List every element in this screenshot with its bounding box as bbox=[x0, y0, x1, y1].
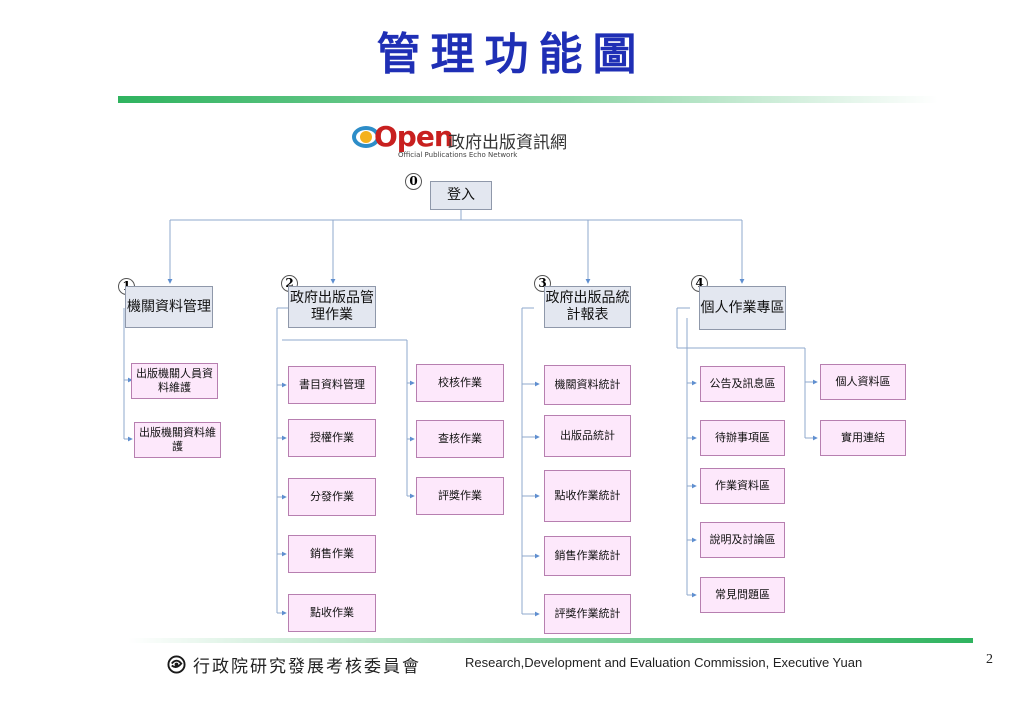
logo-name-en: Official Publications Echo Network bbox=[398, 151, 518, 159]
page-number: 2 bbox=[986, 652, 993, 667]
child-node: 作業資料區 bbox=[700, 468, 785, 504]
open-logo: Open 政府出版資訊網 Official Publications Echo … bbox=[352, 122, 574, 162]
footer-org-zh: 行政院研究發展考核委員會 bbox=[193, 657, 421, 677]
child-node: 待辦事項區 bbox=[700, 420, 785, 456]
child-node: 出版機關人員資料維護 bbox=[131, 363, 218, 399]
child-node: 說明及討論區 bbox=[700, 522, 785, 558]
title-underline-bar bbox=[118, 96, 938, 103]
logo-name-zh: 政府出版資訊網 bbox=[448, 133, 567, 153]
child-node: 公告及訊息區 bbox=[700, 366, 785, 402]
child-node: 分發作業 bbox=[288, 478, 376, 516]
child-node: 書目資料管理 bbox=[288, 366, 376, 404]
child-node: 實用連結 bbox=[820, 420, 906, 456]
child-node: 點收作業 bbox=[288, 594, 376, 632]
publication-mgmt-node: 政府出版品管理作業 bbox=[288, 286, 376, 328]
child-node: 出版品統計 bbox=[544, 415, 631, 457]
footer-org-en: Research,Development and Evaluation Comm… bbox=[465, 655, 863, 670]
child-node: 個人資料區 bbox=[820, 364, 906, 400]
child-node: 點收作業統計 bbox=[544, 470, 631, 522]
child-node: 銷售作業統計 bbox=[544, 536, 631, 576]
badge-0: 0 bbox=[405, 173, 422, 190]
child-node: 銷售作業 bbox=[288, 535, 376, 573]
personal-area-node: 個人作業專區 bbox=[699, 286, 786, 330]
login-node: 登入 bbox=[430, 181, 492, 210]
child-node: 校核作業 bbox=[416, 364, 504, 402]
child-node: 評獎作業統計 bbox=[544, 594, 631, 634]
rdec-logo-icon bbox=[167, 655, 186, 674]
agency-data-node: 機關資料管理 bbox=[125, 286, 213, 328]
footer-bar bbox=[128, 638, 973, 643]
child-node: 常見問題區 bbox=[700, 577, 785, 613]
statistics-report-node: 政府出版品統計報表 bbox=[544, 286, 631, 328]
logo-dot-icon bbox=[360, 131, 372, 143]
logo-brand: Open bbox=[374, 120, 454, 153]
page-title: 管理功能圖 bbox=[376, 29, 647, 80]
child-node: 評獎作業 bbox=[416, 477, 504, 515]
child-node: 機關資料統計 bbox=[544, 365, 631, 405]
child-node: 查核作業 bbox=[416, 420, 504, 458]
child-node: 授權作業 bbox=[288, 419, 376, 457]
logo-ring-icon bbox=[352, 126, 380, 148]
child-node: 出版機關資料維護 bbox=[134, 422, 221, 458]
